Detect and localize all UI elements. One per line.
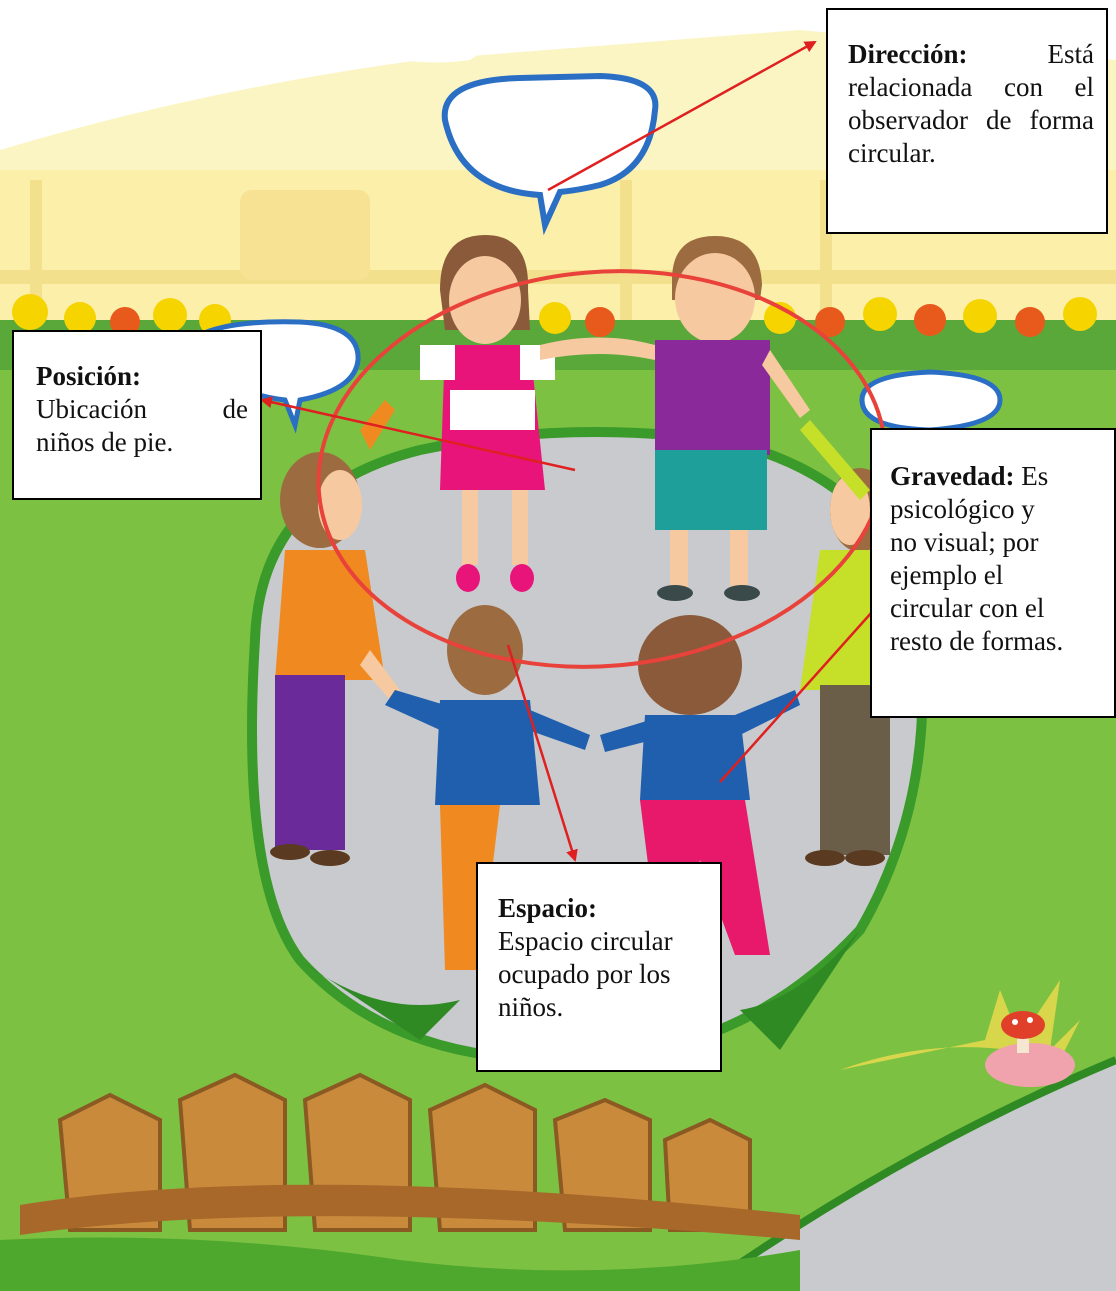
callout-gravedad-line1: Es: [1014, 461, 1049, 491]
callout-posicion-line1a: Ubicación: [36, 394, 147, 424]
child-girl-pink-dress: [420, 235, 555, 592]
callout-gravedad-line2: psicológico y: [890, 494, 1035, 524]
callout-posicion-title: Posición:: [36, 361, 141, 391]
cloud-shape: [330, 20, 520, 63]
callout-direccion: Dirección: Está relacionada con el obser…: [826, 8, 1108, 234]
road: [700, 1060, 1116, 1291]
arrow-gravedad: [719, 611, 873, 783]
child-boy-purple-shirt: [540, 236, 810, 601]
callout-espacio: Espacio: Espacio circular ocupado por lo…: [476, 862, 722, 1072]
callout-espacio-title: Espacio:: [498, 893, 598, 923]
speech-bubble-top: [441, 72, 659, 236]
mushroom-rock: [840, 980, 1080, 1087]
callout-posicion: Posición: Ubicación de niños de pie.: [12, 330, 262, 500]
arrow-espacio: [506, 644, 578, 862]
callout-posicion-line1b: de: [222, 394, 248, 424]
arrow-posicion: [260, 396, 576, 472]
callout-gravedad-line4: ejemplo el: [890, 560, 1004, 590]
callout-gravedad-line6: resto de formas.: [890, 626, 1064, 656]
speech-bubble-right: [859, 369, 1003, 433]
callout-espacio-body: Espacio circular ocupado por los niños.: [498, 926, 673, 1022]
callout-direccion-title: Dirección:: [848, 39, 968, 69]
wooden-fence: [0, 1072, 800, 1291]
callout-posicion-line2: niños de pie.: [36, 427, 174, 457]
callout-gravedad-title: Gravedad:: [890, 461, 1015, 491]
callout-gravedad-line3: no visual; por: [890, 527, 1039, 557]
callout-direccion-body: Está relacionada con el observador de fo…: [848, 39, 1094, 168]
callout-gravedad-line5: circular con el: [890, 593, 1045, 623]
arrow-direccion: [547, 40, 817, 192]
callout-gravedad: Gravedad: Es psicológico y no visual; po…: [870, 428, 1116, 718]
